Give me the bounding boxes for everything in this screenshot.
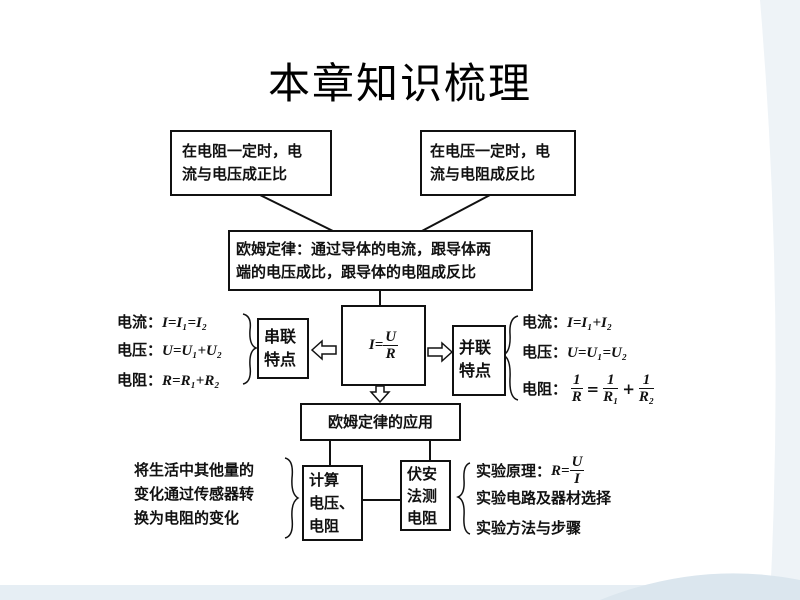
box-line: 流与电压成正比 [182, 165, 288, 183]
ohms-law-box: 欧姆定律：通过导体的电流，跟导体两 端的电压成比，跟导体的电阻成反比 [228, 230, 533, 291]
voltammetry-box: 伏安 法测 电阻 [400, 460, 451, 531]
box-line: 电阻 [407, 509, 438, 527]
parallel-voltage-rule: 电压：U=U₁=U₂ [522, 343, 628, 361]
box-line: 欧姆定律：通过导体的电流，跟导体两 [236, 240, 492, 258]
box-line: 流与电阻成反比 [430, 165, 536, 183]
calculate-box: 计算 电压、 电阻 [302, 465, 363, 541]
series-current-rule: 电流：I=I₁=I₂ [117, 313, 208, 331]
page-title: 本章知识梳理 [267, 59, 532, 108]
formula-numerator: U [383, 329, 399, 346]
resistance-constant-box: 在电阻一定时，电 流与电压成正比 [170, 130, 332, 196]
series-resistance-rule: 电阻：R=R₁+R₂ [117, 371, 220, 389]
voltage-constant-box: 在电压一定时，电 流与电阻成反比 [420, 130, 576, 196]
box-line: 计算 [309, 471, 340, 489]
box-line: 特点 [264, 350, 297, 369]
box-line: 在电阻一定时，电 [182, 142, 303, 160]
formula-denominator: R [385, 346, 396, 362]
box-line: 特点 [459, 361, 492, 380]
box-line: 电阻 [309, 517, 340, 535]
box-line: 伏安 [407, 465, 438, 483]
box-line: 在电压一定时，电 [430, 142, 551, 160]
experiment-method: 实验方法与步骤 [476, 519, 582, 537]
sensor-note: 将生活中其他量的 变化通过传感器转 换为电阻的变化 [134, 461, 255, 527]
box-label: 欧姆定律的应用 [327, 413, 433, 431]
box-line: 端的电压成比，跟导体的电阻成反比 [236, 263, 477, 281]
box-line: 串联 [264, 327, 297, 346]
parallel-box: 并联 特点 [452, 325, 506, 396]
box-line: 电压、 [309, 494, 355, 512]
experiment-circuit: 实验电路及器材选择 [476, 489, 612, 507]
parallel-current-rule: 电流：I=I₁+I₂ [522, 313, 613, 331]
series-box: 串联 特点 [257, 318, 309, 379]
box-line: 法测 [407, 487, 438, 505]
box-line: 并联 [459, 338, 492, 357]
formula-lhs: I= [368, 337, 384, 353]
application-box: 欧姆定律的应用 [300, 403, 461, 441]
series-voltage-rule: 电压：U=U₁+U₂ [117, 341, 223, 359]
